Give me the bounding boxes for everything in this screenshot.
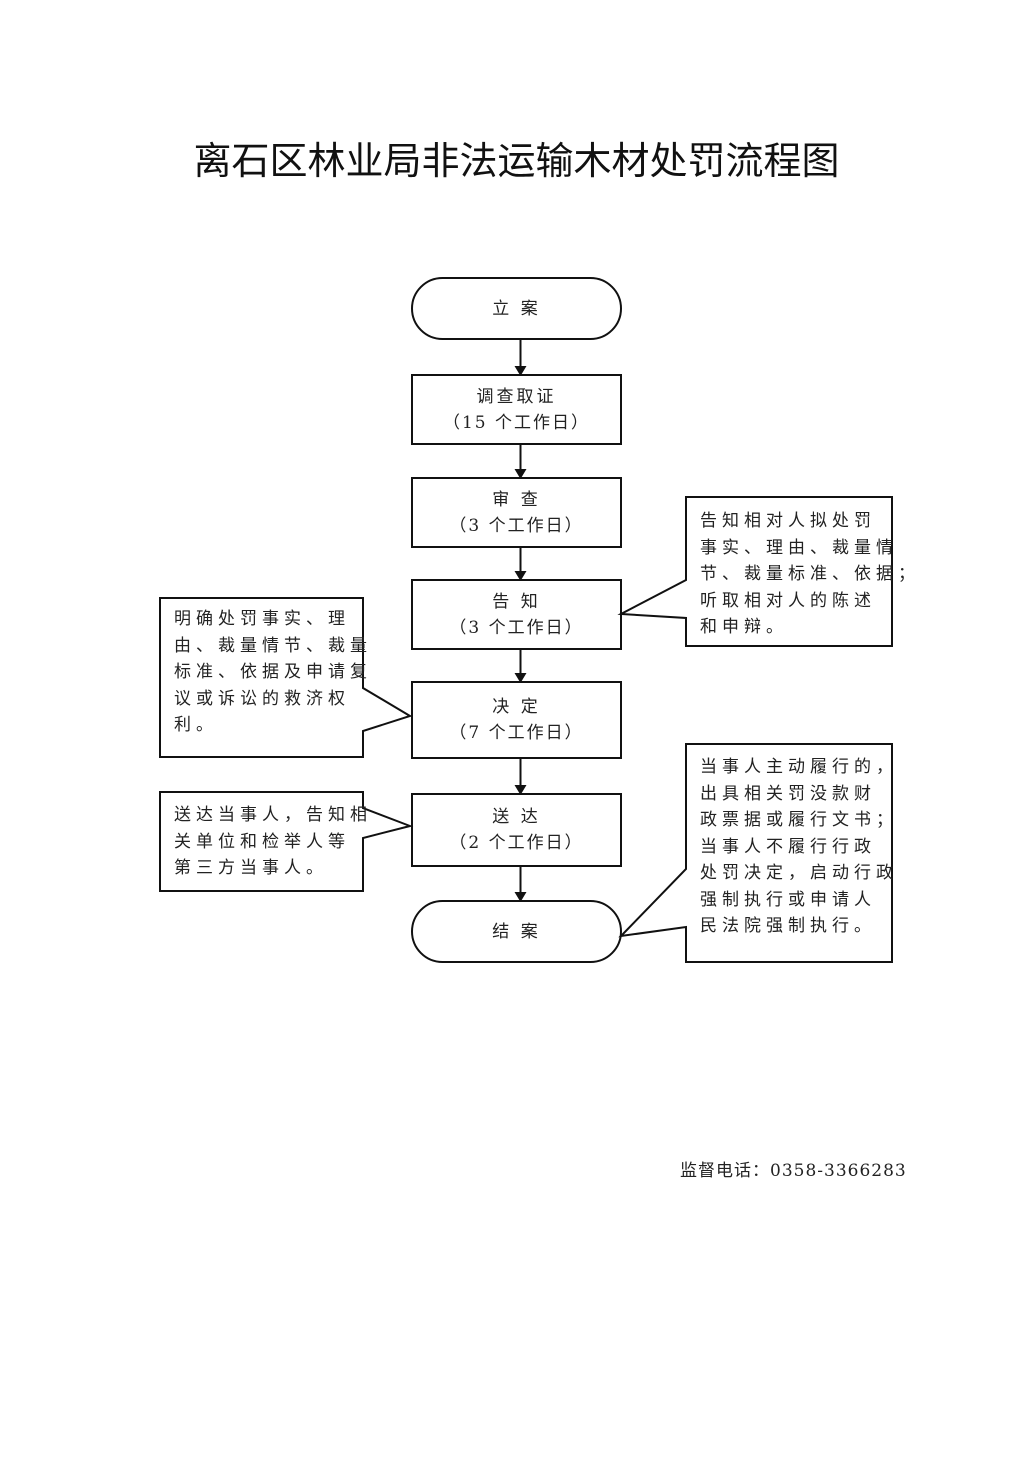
callout-line: 利。 [174,715,218,735]
callout-line: 事实、理由、裁量情 [700,537,898,558]
callout-line: 送达当事人，告知相 [174,805,372,825]
node-label-deliver: 送 达 （2 个工作日） [412,804,621,856]
supervision-phone: 监督电话：0358-3366283 [680,1156,907,1181]
callout-line: 节、裁量标准、依据； [700,564,920,584]
page-title: 离石区林业局非法运输木材处罚流程图 [193,139,840,183]
callout-line: 政票据或履行文书； [700,810,898,830]
callout-line: 明确处罚事实、理 [174,609,350,629]
callout-line: 当事人主动履行的， [700,757,898,777]
callout-line: 标准、依据及申请复 [174,662,372,682]
node-label-notify: 告 知 （3 个工作日） [412,589,621,641]
process-node-review [411,477,622,548]
callout-note-decide [159,597,413,758]
node-title: 告 知 [492,591,541,612]
node-duration: （3 个工作日） [449,617,584,638]
callout-line: 议或诉讼的救济权 [174,688,350,709]
node-title: 调查取证 [476,386,557,407]
terminal-node-start [411,277,622,340]
callout-note-close [618,743,893,963]
callout-line: 当事人不履行行政 [700,836,876,857]
callout-text-deliver: 送达当事人，告知相关单位和检举人等第三方当事人。 [174,802,372,882]
callout-text-notify: 告知相对人拟处罚事实、理由、裁量情节、裁量标准、依据； 听取相对人的陈述和申辩。 [700,508,920,641]
node-label-close: 结 案 [412,919,621,945]
process-node-investigate [411,374,622,445]
callout-text-close: 当事人主动履行的， 出具相关罚没款财政票据或履行文书； 当事人不履行行政处罚决定，启… [700,754,898,940]
node-title: 送 达 [492,807,541,827]
node-label-investigate: 调查取证 （15 个工作日） [412,384,621,436]
callout-line: 强制执行或申请人 [700,889,876,910]
callout-line: 第三方当事人。 [174,858,328,878]
callout-line: 听取相对人的陈述 [700,590,876,611]
node-duration: （3 个工作日） [449,515,584,536]
node-title: 决 定 [492,697,541,717]
node-label-review: 审 查 （3 个工作日） [412,487,621,539]
callout-note-deliver [159,791,414,892]
callout-line: 由、裁量情节、裁量 [174,635,372,656]
supervision-phone-label: 监督电话： [680,1161,770,1181]
node-duration: （7 个工作日） [449,723,584,743]
node-title: 审 查 [492,489,541,510]
node-title: 立 案 [492,298,541,319]
supervision-phone-number: 0358-3366283 [770,1161,907,1181]
callout-text-decide: 明确处罚事实、理由、裁量情节、裁量标准、依据及申请复议或诉讼的救济权利。 [174,606,372,739]
callout-line: 告知相对人拟处罚 [700,511,876,531]
callout-line: 出具相关罚没款财 [700,783,876,804]
node-duration: （15 个工作日） [442,412,591,433]
callout-line: 处罚决定，启动行政 [700,863,898,883]
process-node-deliver [411,793,622,867]
node-title: 结 案 [492,921,541,942]
callout-line: 民法院强制执行。 [700,916,876,936]
callout-line: 关单位和检举人等 [174,831,350,852]
node-duration: （2 个工作日） [449,833,584,853]
node-label-decide: 决 定 （7 个工作日） [412,694,621,746]
node-label-start: 立 案 [412,296,621,322]
callout-note-notify [617,496,893,647]
callout-line: 和申辩。 [700,617,788,637]
